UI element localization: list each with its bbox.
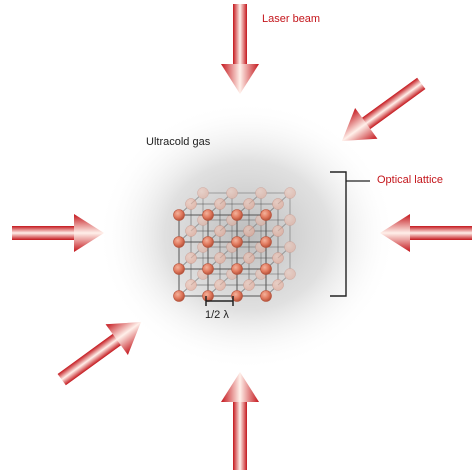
lattice-spacing-label: 1/2 λ xyxy=(205,309,229,321)
lattice-atom xyxy=(260,236,272,248)
lattice-atom xyxy=(185,198,197,210)
lattice-atom xyxy=(260,209,272,221)
lattice-atom xyxy=(231,263,243,275)
ultracold-gas-label: Ultracold gas xyxy=(146,136,211,148)
laser-arrow-right xyxy=(380,214,472,252)
lattice-atom xyxy=(272,198,284,210)
optical-lattice-cube xyxy=(173,187,296,302)
lattice-atom xyxy=(202,236,214,248)
lattice-atom xyxy=(173,236,185,248)
lattice-atom xyxy=(214,279,226,291)
laser-arrows xyxy=(12,4,472,470)
lattice-atom xyxy=(226,187,238,199)
spacing-marker xyxy=(205,296,234,306)
lattice-atom xyxy=(255,187,267,199)
laser-beam-label: Laser beam xyxy=(262,13,321,25)
lattice-atom xyxy=(260,290,272,302)
laser-arrow-bottom xyxy=(221,372,259,470)
lattice-atom xyxy=(243,198,255,210)
lattice-layer-0 xyxy=(173,209,272,302)
laser-arrow-left xyxy=(12,214,104,252)
lattice-atom xyxy=(231,236,243,248)
lattice-atom xyxy=(185,225,197,237)
lattice-bracket xyxy=(330,171,347,297)
lattice-atom xyxy=(284,187,296,199)
lattice-atom xyxy=(260,263,272,275)
lattice-atom xyxy=(173,290,185,302)
lattice-atom xyxy=(231,209,243,221)
laser-arrow-bottom-left xyxy=(57,322,141,386)
lattice-atom xyxy=(214,225,226,237)
lattice-atom xyxy=(284,214,296,226)
lattice-atom xyxy=(231,290,243,302)
optical-lattice-label: Optical lattice xyxy=(377,174,444,186)
lattice-atom xyxy=(243,252,255,264)
lattice-atom xyxy=(202,290,214,302)
lattice-atom xyxy=(214,198,226,210)
lattice-atom xyxy=(284,268,296,280)
lattice-atom xyxy=(173,209,185,221)
laser-arrow-top xyxy=(221,4,259,94)
lattice-atom xyxy=(243,225,255,237)
lattice-atom xyxy=(272,225,284,237)
lattice-atom xyxy=(173,263,185,275)
lattice-atom xyxy=(185,252,197,264)
lattice-atom xyxy=(243,279,255,291)
lattice-atom xyxy=(197,187,209,199)
lattice-atom xyxy=(272,252,284,264)
lattice-atom xyxy=(214,252,226,264)
lattice-atom xyxy=(284,241,296,253)
lattice-atom xyxy=(202,263,214,275)
lattice-layer-2 xyxy=(190,187,296,286)
lattice-atom xyxy=(202,209,214,221)
lattice-atom xyxy=(185,279,197,291)
lattice-atom xyxy=(272,279,284,291)
laser-arrow-top-right xyxy=(342,77,426,141)
